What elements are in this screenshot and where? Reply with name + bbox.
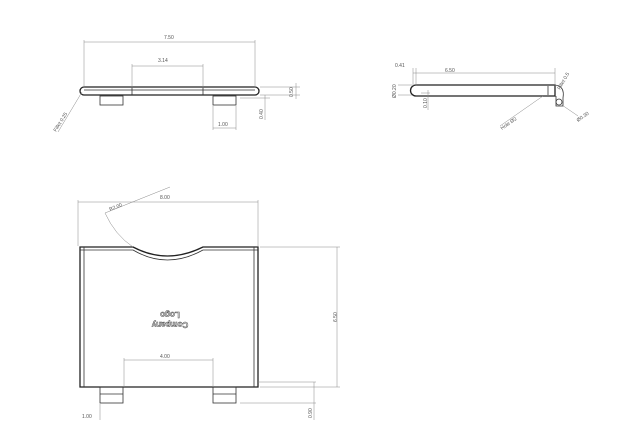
dim-top-height: 6.50 <box>333 312 339 322</box>
dim-tab-width: 1.00 <box>218 122 228 128</box>
dim-step: 0.10 <box>423 98 429 108</box>
dim-middle: 3.14 <box>158 58 168 64</box>
side-view: 0.41 6.50 Ø0.20 0.10 Fillet 0.5 Hole Ø2 … <box>392 63 590 132</box>
dim-height: 0.50 <box>289 87 295 97</box>
dim-hole: Hole Ø2 <box>500 116 519 132</box>
dim-tab-spacing: 4.00 <box>160 354 170 360</box>
dim-offset: 0.41 <box>395 63 405 69</box>
dim-tab-depth: 0.90 <box>308 408 314 418</box>
dim-hinge-dia: Ø0.30 <box>576 111 591 124</box>
dim-tip-dia: Ø0.20 <box>392 84 398 98</box>
dim-tab-height: 0.40 <box>259 109 265 119</box>
top-view: R2.00 8.00 6.50 4.00 1.00 0.90 Logo Comp… <box>77 186 340 420</box>
logo-line1: Logo <box>160 310 180 319</box>
dim-fillet-side: Fillet 0.5 <box>557 71 572 91</box>
dim-fillet: Fillet 0.25 <box>53 111 70 133</box>
dim-radius: R2.00 <box>109 202 124 213</box>
dim-top-width: 8.00 <box>160 195 170 201</box>
front-view: 7.50 3.14 0.50 0.40 1.00 Fillet 0.25 <box>53 35 300 133</box>
dim-width: 7.50 <box>164 35 174 41</box>
logo-mirrored: Logo Company <box>151 310 189 330</box>
dim-length: 6.50 <box>445 68 455 74</box>
dim-top-tab-width: 1.00 <box>82 414 92 420</box>
logo-line2: Company <box>151 320 188 329</box>
